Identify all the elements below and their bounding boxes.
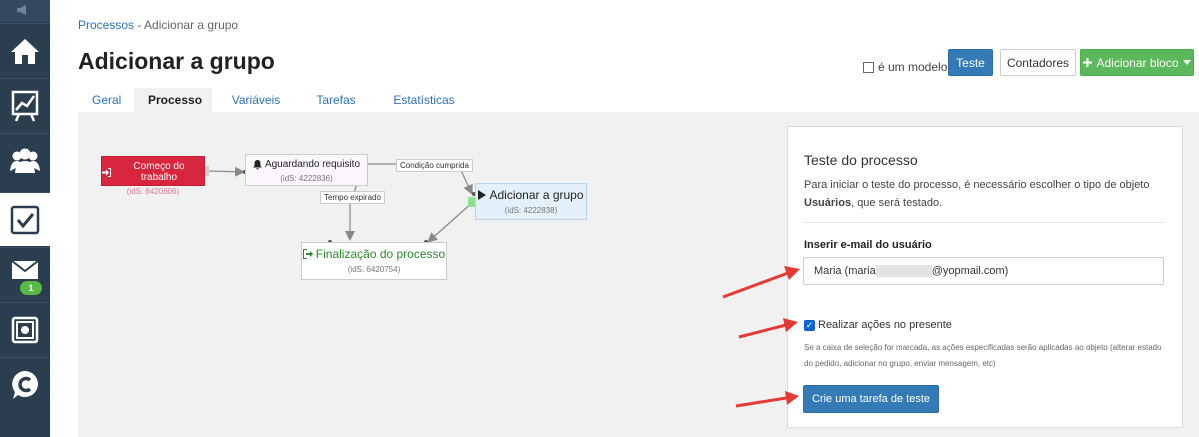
- users-icon: [10, 148, 40, 173]
- bell-icon: [252, 159, 262, 169]
- checkbox-icon: [10, 205, 40, 234]
- sidebar-item-messages[interactable]: 1: [0, 247, 50, 301]
- present-actions-label: Realizar ações no presente: [818, 319, 952, 331]
- email-value-prefix: Maria (maria: [814, 265, 876, 277]
- breadcrumb-current: Adicionar a grupo: [144, 18, 239, 32]
- tab-geral[interactable]: Geral: [92, 93, 122, 107]
- test-panel-object-type: Usuários: [804, 197, 852, 209]
- present-actions-checkbox[interactable]: ✓ Realizar ações no presente: [804, 319, 952, 331]
- play-icon: [478, 190, 487, 200]
- present-actions-note: Se a caixa de seleção for marcada, as aç…: [804, 343, 1162, 368]
- chat-icon: [12, 370, 38, 399]
- node-start-id: (idS: 6420606): [126, 187, 180, 196]
- test-panel-title: Teste do processo: [804, 152, 918, 168]
- tab-estatisticas[interactable]: Estatísticas: [393, 93, 455, 107]
- caret-down-icon: [1182, 60, 1191, 65]
- add-block-label: Adicionar bloco: [1096, 55, 1179, 70]
- messages-badge: 1: [20, 281, 42, 295]
- template-checkbox-box[interactable]: [863, 61, 874, 73]
- home-icon: [11, 38, 39, 64]
- tab-variaveis[interactable]: Variáveis: [231, 93, 281, 107]
- sidebar-item-chat[interactable]: [0, 357, 50, 411]
- sign-out-icon: [302, 249, 313, 259]
- connector-add-end: [427, 201, 474, 243]
- test-panel-description-suffix: , que será testado.: [851, 197, 943, 209]
- breadcrumb-link-processos[interactable]: Processos: [78, 18, 135, 32]
- annotation-arrow-checkbox: [738, 318, 798, 339]
- sidebar-item-analytics[interactable]: [0, 78, 50, 132]
- counters-button[interactable]: Contadores: [1000, 49, 1076, 76]
- add-block-button[interactable]: Adicionar bloco: [1080, 49, 1194, 76]
- tab-processo[interactable]: Processo: [134, 88, 212, 112]
- page-title: Adicionar a grupo: [78, 48, 275, 74]
- node-add-title: Adicionar a grupo: [476, 188, 586, 202]
- test-panel-description-prefix: Para iniciar o teste do processo, é nece…: [804, 179, 1150, 191]
- node-start[interactable]: Começo do trabalho (idS: 6420606): [101, 156, 205, 196]
- email-field[interactable]: Maria (maria @yopmail.com): [803, 257, 1164, 285]
- mail-icon: [11, 259, 39, 279]
- test-panel-divider: [804, 222, 1164, 223]
- edge-label-condition: Condição cumprida: [396, 159, 473, 172]
- test-panel-description: Para iniciar o teste do processo, é nece…: [804, 176, 1164, 212]
- node-wait[interactable]: Aguardando requisito (idS: 4222836): [245, 154, 368, 186]
- node-wait-title: Aguardando requisito: [246, 159, 367, 170]
- plus-icon: [1083, 58, 1093, 67]
- annotation-arrow-button: [735, 391, 799, 408]
- test-panel: Teste do processo Para iniciar o teste d…: [787, 126, 1183, 428]
- sidebar-item-users[interactable]: [0, 133, 50, 187]
- sidebar-item-safe[interactable]: [0, 302, 50, 356]
- node-add-id: (idS: 4222838): [504, 206, 558, 215]
- safe-icon: [11, 316, 39, 343]
- node-wait-title-text: Aguardando requisito: [264, 159, 361, 170]
- node-end-title: Finalização do processo: [302, 247, 446, 261]
- node-add-to-group[interactable]: Adicionar a grupo (idS: 4222838): [475, 183, 587, 220]
- sidebar-item-processes[interactable]: [0, 192, 50, 246]
- node-start-title-text: Começo do trabalho: [133, 161, 185, 183]
- edge-label-timeout: Tempo expirado: [320, 191, 385, 204]
- breadcrumb: Processos - Adicionar a grupo: [78, 18, 238, 32]
- port-add-out[interactable]: [468, 197, 478, 207]
- node-wait-id: (idS: 4222836): [280, 174, 333, 183]
- node-end-title-text: Finalização do processo: [315, 247, 446, 261]
- template-checkbox-label: é um modelo: [878, 60, 948, 74]
- breadcrumb-separator: -: [134, 18, 145, 32]
- chart-icon: [11, 90, 39, 121]
- node-end[interactable]: Finalização do processo (idS: 6420754): [301, 242, 447, 280]
- email-field-label: Inserir e-mail do usuário: [804, 239, 932, 251]
- sidebar: 1: [0, 0, 50, 437]
- tab-tarefas[interactable]: Tarefas: [316, 93, 356, 107]
- sign-in-icon: [102, 167, 111, 177]
- tab-bar: Geral Processo Variáveis Tarefas Estatís…: [78, 88, 476, 112]
- annotation-arrow-email: [722, 266, 800, 299]
- connector-start-wait: [208, 166, 245, 177]
- node-end-id: (idS: 6420754): [347, 265, 401, 274]
- create-test-task-button[interactable]: Crie uma tarefa de teste: [803, 385, 939, 413]
- email-redaction: [875, 265, 932, 277]
- node-start-title: Começo do trabalho: [102, 161, 204, 183]
- template-checkbox[interactable]: é um modelo: [863, 60, 947, 74]
- present-actions-checkbox-box[interactable]: ✓: [804, 319, 815, 331]
- sidebar-top-strip: [0, 0, 50, 22]
- sidebar-item-home[interactable]: [0, 23, 50, 77]
- test-button[interactable]: Teste: [948, 49, 993, 76]
- megaphone-icon[interactable]: [0, 0, 50, 22]
- email-value-suffix: @yopmail.com): [931, 265, 1009, 277]
- node-add-title-text: Adicionar a grupo: [489, 188, 584, 202]
